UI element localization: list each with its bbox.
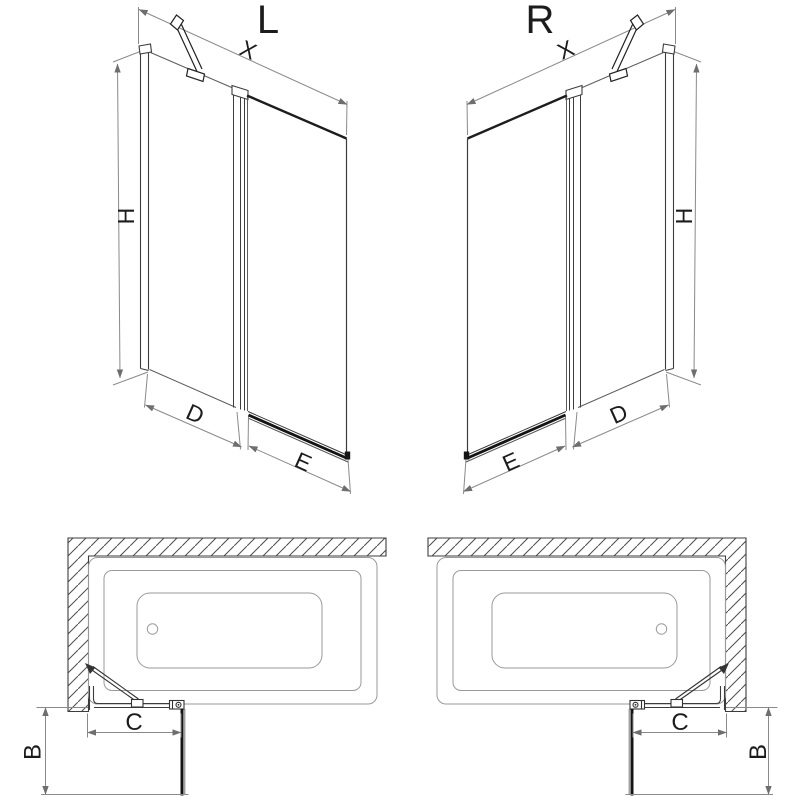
plan-label-clearance-left: C [125, 709, 142, 736]
wall-hatch-left [67, 537, 387, 713]
plan-label-clearance-right: C [671, 709, 688, 736]
front-view-right-artwork [464, 7, 702, 494]
front-view-left-artwork [113, 7, 351, 494]
dim-label-width-right: X [553, 35, 578, 65]
front-view-right-title: R [526, 0, 555, 42]
dim-label-height-left: H [113, 208, 139, 225]
plan-label-door-swing-right: B [745, 744, 772, 760]
plan-view-left: C B [20, 537, 387, 796]
wall-hatch-right [427, 537, 747, 713]
front-view-right: R X H D E [464, 0, 702, 494]
front-view-left: L X H D E [113, 0, 351, 494]
plan-label-door-swing-left: B [20, 744, 47, 760]
dim-label-door-panel-right: E [498, 447, 523, 477]
dim-label-door-panel-left: E [291, 447, 316, 477]
dim-label-fixed-panel-left: D [182, 398, 208, 429]
dim-label-width-left: X [236, 35, 261, 65]
front-view-left-title: L [257, 0, 279, 42]
plan-view-right: C B [427, 537, 778, 796]
dim-label-height-right: H [671, 208, 697, 225]
dim-label-fixed-panel-right: D [606, 398, 632, 429]
